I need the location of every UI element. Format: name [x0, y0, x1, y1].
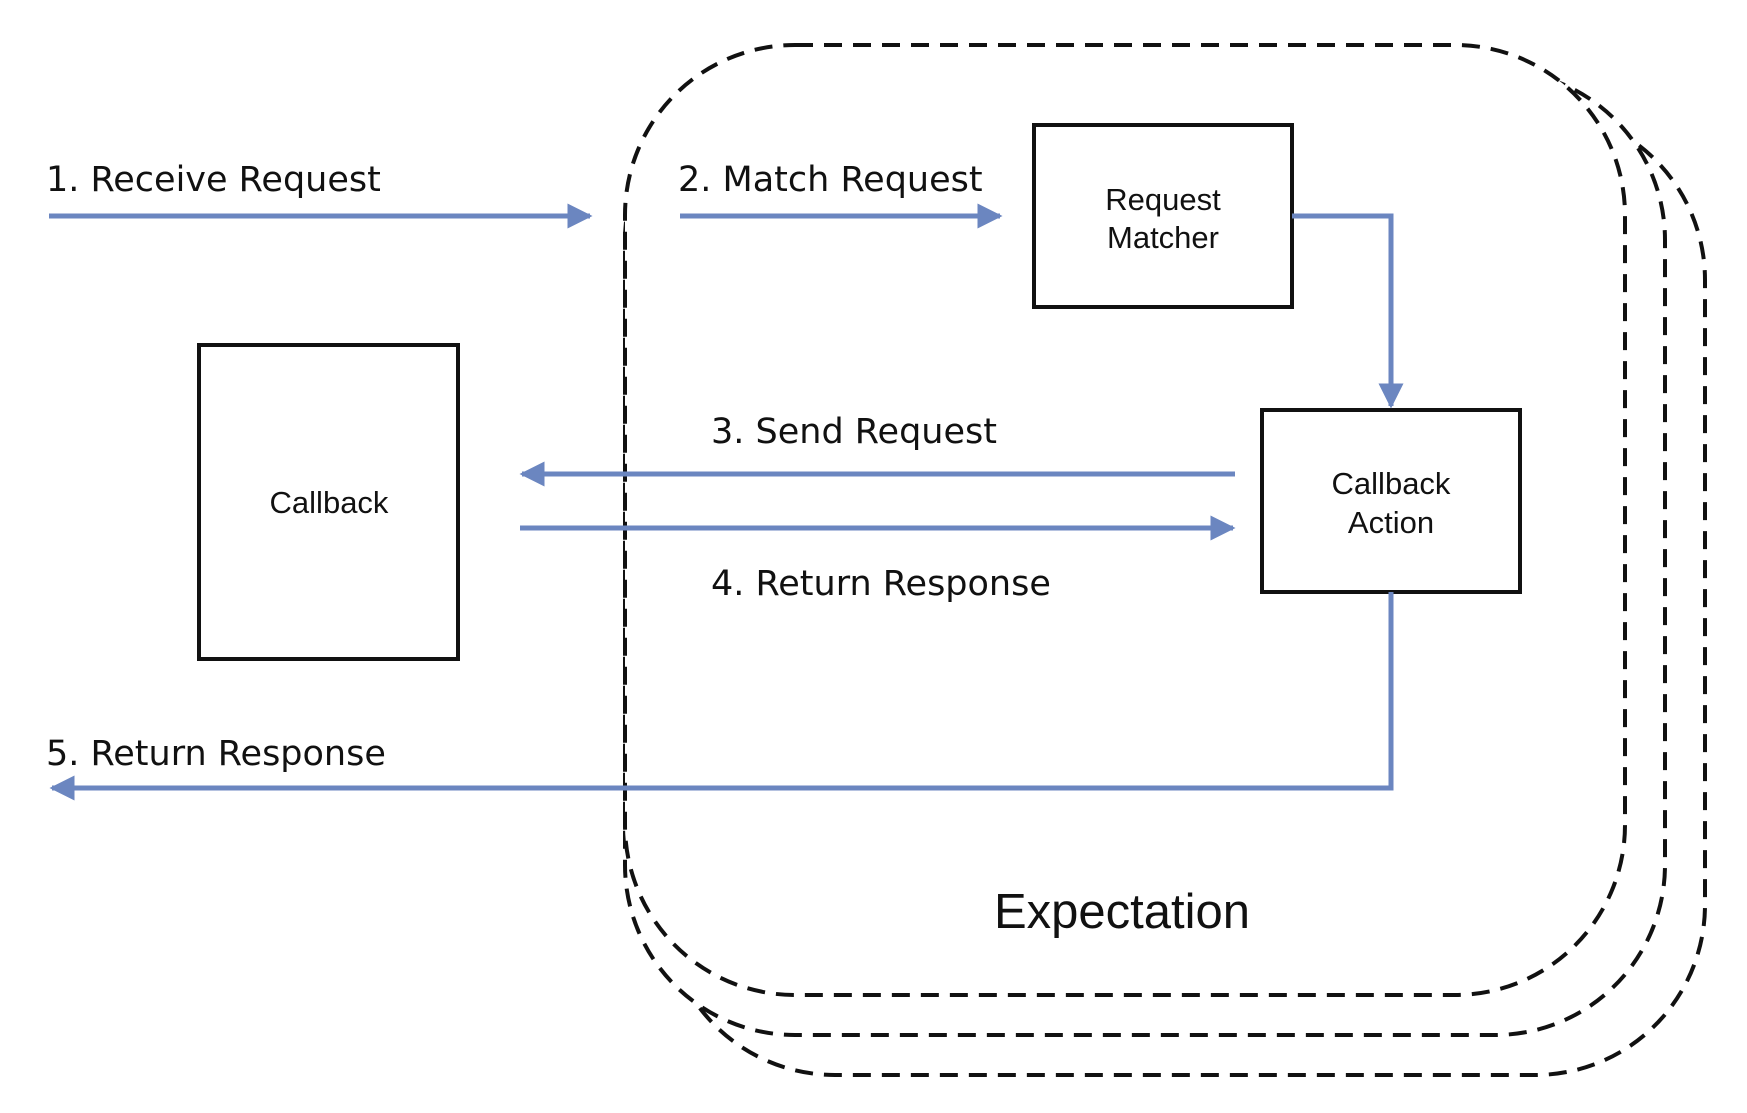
request-matcher-label-line-2: Matcher: [1107, 220, 1219, 255]
callback-action-label-line-1: Callback: [1332, 466, 1451, 501]
step-1-label: 1. Receive Request: [46, 160, 381, 200]
expectation-label: Expectation: [994, 885, 1250, 939]
step-5-label: 5. Return Response: [46, 734, 386, 774]
callback-label: Callback: [270, 485, 389, 520]
callback-action-box: Callback Action: [1260, 408, 1522, 594]
step-2-label: 2. Match Request: [678, 160, 983, 200]
request-matcher-box: Request Matcher: [1032, 123, 1294, 309]
request-matcher-label-line-1: Request: [1105, 182, 1221, 217]
step-4-label: 4. Return Response: [711, 564, 1051, 604]
matcher-to-action-arrow: [1292, 213, 1404, 409]
callback-box: Callback: [197, 343, 460, 661]
expectation-container-front: [623, 43, 1627, 997]
return-response-arrow: [49, 592, 1394, 801]
step-3-label: 3. Send Request: [711, 412, 997, 452]
callback-action-label-line-2: Action: [1348, 505, 1434, 540]
